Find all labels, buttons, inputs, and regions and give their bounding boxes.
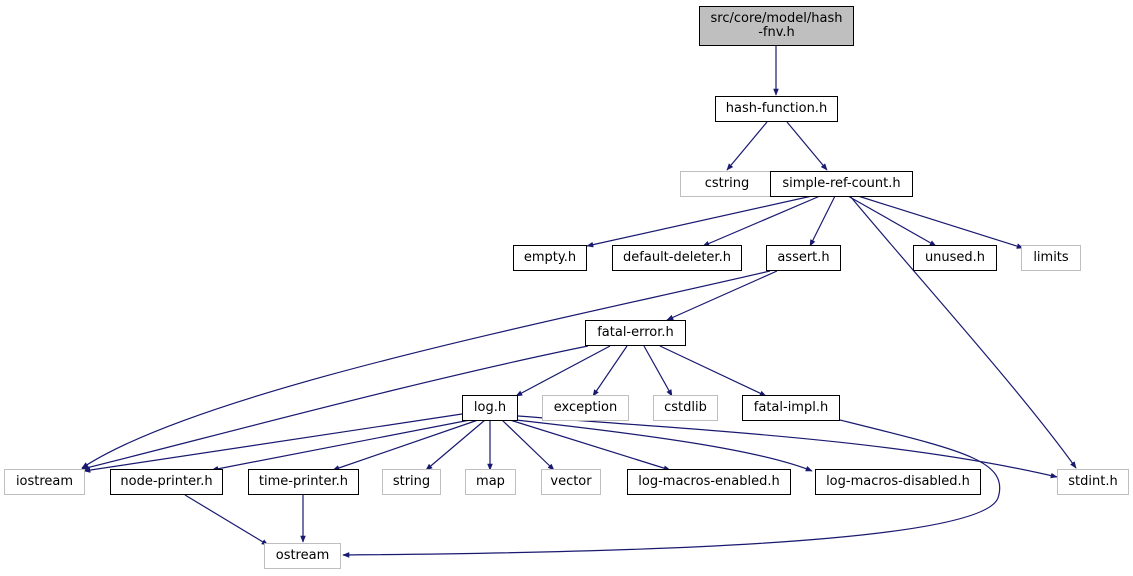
edge-log-vector (501, 419, 555, 471)
node-label: vector (550, 474, 592, 489)
node-assert[interactable]: assert.h (766, 245, 841, 271)
node-label: assert.h (777, 250, 830, 265)
node-label: fatal-impl.h (753, 400, 829, 415)
node-iostream: iostream (4, 469, 85, 495)
edge-src-default-deleter (702, 195, 821, 247)
node-empty[interactable]: empty.h (513, 245, 587, 271)
node-log[interactable]: log.h (462, 395, 518, 421)
node-label: cstring (704, 176, 750, 191)
node-label: empty.h (523, 250, 577, 265)
edge-log-time-printer (332, 419, 479, 471)
edge-src-empty (586, 195, 813, 248)
node-hash-function[interactable]: hash-function.h (715, 96, 838, 122)
node-label: map (476, 474, 505, 489)
root-file-label-line2: -fnv.h (758, 25, 795, 40)
node-limits: limits (1021, 245, 1081, 271)
edge-hash-function-cstring (726, 121, 768, 171)
node-label: time-printer.h (258, 474, 349, 489)
node-unused[interactable]: unused.h (913, 245, 997, 271)
edge-log-macros-enabled (509, 419, 671, 471)
edge-log-node-printer (211, 419, 471, 472)
node-label: ostream (275, 548, 330, 563)
edge-assert-fatal-error (666, 270, 778, 321)
edge-node-printer-ostream (184, 494, 269, 546)
node-label: string (392, 474, 431, 489)
node-fatal-impl[interactable]: fatal-impl.h (742, 395, 840, 421)
edge-log-stdint (517, 415, 1058, 479)
edge-src-stdint (849, 195, 1077, 469)
node-label: default-deleter.h (623, 250, 731, 265)
edge-src-unused (847, 195, 937, 247)
node-exception: exception (542, 395, 629, 421)
node-map: map (465, 469, 516, 495)
node-label: node-printer.h (120, 474, 213, 489)
node-stdint: stdint.h (1057, 469, 1129, 495)
node-ostream: ostream (264, 543, 341, 569)
node-label: hash-function.h (725, 101, 828, 116)
edge-log-macros-disabled (515, 419, 813, 472)
node-label: stdint.h (1068, 474, 1118, 489)
node-vector: vector (541, 469, 601, 495)
edge-log-string (425, 419, 486, 471)
edge-hash-function-simple-ref-count (786, 121, 828, 171)
edge-fatal-error-fatal-impl (659, 345, 767, 397)
node-time-printer[interactable]: time-printer.h (248, 469, 359, 495)
node-default-deleter[interactable]: default-deleter.h (612, 245, 742, 271)
node-label: iostream (15, 474, 74, 489)
node-label: log.h (473, 400, 507, 415)
node-label: unused.h (924, 250, 986, 265)
edge-fatal-error-cstdlib (643, 345, 673, 397)
edge-src-assert (809, 195, 836, 247)
edge-fatal-error-iostream (81, 345, 589, 471)
edge-log-iostream (83, 413, 463, 473)
edge-fatal-error-log (515, 345, 611, 397)
node-label: limits (1033, 250, 1069, 265)
node-fatal-error[interactable]: fatal-error.h (585, 320, 686, 346)
node-label: exception (553, 400, 618, 415)
edge-fatal-impl-ostream (342, 419, 1001, 558)
node-node-printer[interactable]: node-printer.h (110, 469, 223, 495)
edge-src-limits (857, 195, 1024, 249)
root-file-label-line1: src/core/model/hash (710, 11, 843, 26)
node-log-macros-enabled[interactable]: log-macros-enabled.h (627, 469, 791, 495)
node-label: fatal-error.h (597, 325, 674, 340)
node-log-macros-disabled[interactable]: log-macros-disabled.h (815, 469, 981, 495)
node-cstdlib: cstdlib (653, 395, 718, 421)
node-string: string (382, 469, 441, 495)
node-label: cstdlib (664, 400, 707, 415)
node-label: log-macros-disabled.h (826, 474, 970, 489)
edge-fatal-error-exception (592, 345, 628, 397)
node-simple-ref-count[interactable]: simple-ref-count.h (770, 171, 913, 197)
node-label: log-macros-enabled.h (638, 474, 780, 489)
node-cstring: cstring (680, 171, 774, 197)
root-file-node: src/core/model/hash -fnv.h (699, 6, 854, 46)
edge-assert-iostream (81, 270, 771, 469)
node-label: simple-ref-count.h (782, 176, 901, 191)
